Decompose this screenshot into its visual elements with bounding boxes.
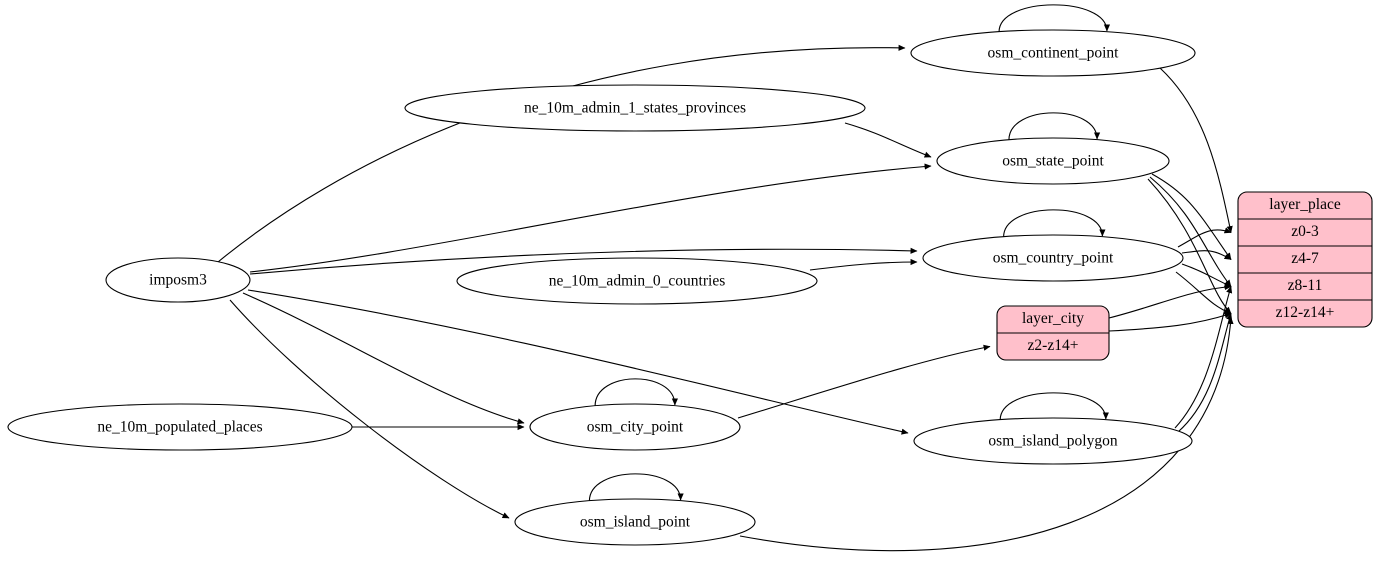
records-layer: layer_city z2-z14+ layer_place z0-3 z4-7 z8-1… [996,191,1373,361]
node-label-ne_10m_populated_places: ne_10m_populated_places [97,419,262,436]
node-ne_10m_admin_0_countries[interactable]: ne_10m_admin_0_countries [456,257,818,305]
edge-selfloop-osm_continent_point [998,4,1111,33]
record-header-layer_city: layer_city [1022,310,1084,327]
record-header-layer_place: layer_place [1269,196,1341,213]
node-osm_country_point[interactable]: osm_country_point [922,234,1184,282]
node-label-osm_state_point: osm_state_point [1002,153,1104,170]
edge-osm_state_point-to-layer_place-z4-7 [1151,173,1232,260]
node-osm_state_point[interactable]: osm_state_point [936,137,1170,185]
node-label-imposm3: imposm3 [149,272,207,289]
node-label-ne_10m_admin_0_countries: ne_10m_admin_0_countries [549,273,726,290]
edge-osm_island_point-to-layer_place-z12-z14+ [739,316,1234,552]
edge-selfloop-osm_island_point [588,473,684,502]
edge-imposm3-to-osm_state_point [249,163,932,273]
edge-selfloop-osm_country_point [1003,209,1106,238]
edge-selfloop-osm_city_point [594,378,678,407]
edge-osm_continent_point-to-layer_place-z0-3 [1159,67,1233,234]
record-node-layer_place[interactable]: layer_place z0-3 z4-7 z8-11 z12-z14+ [1237,191,1373,328]
edge-osm_city_point-to-layer_city-z2-z14+ [737,344,991,419]
node-osm_city_point[interactable]: osm_city_point [529,403,741,451]
node-osm_island_polygon[interactable]: osm_island_polygon [913,417,1193,465]
edge-osm_island_polygon-to-layer_place-z12-z14+ [1177,312,1233,433]
record-row-layer_place-0[interactable]: z0-3 [1291,223,1319,240]
record-row-layer_city-0[interactable]: z2-z14+ [1028,337,1079,354]
record-row-layer_place-1[interactable]: z4-7 [1291,250,1319,267]
edge-imposm3-to-osm_city_point [242,292,525,425]
edge-selfloop-osm_island_polygon [999,392,1109,421]
node-label-osm_city_point: osm_city_point [587,419,684,436]
node-osm_island_point[interactable]: osm_island_point [514,498,756,546]
node-label-ne_10m_admin_1_states_provinces: ne_10m_admin_1_states_provinces [524,100,746,117]
edge-osm_island_polygon-to-layer_place-z8-11 [1174,285,1233,429]
edge-ne_10m_admin_0_countries-to-osm_country_point [809,258,918,271]
node-label-osm_island_polygon: osm_island_polygon [988,433,1117,450]
edge-selfloop-osm_state_point [1008,112,1101,141]
edge-osm_state_point-to-layer_place-z12-z14+ [1147,178,1232,314]
nodes-layer: imposm3 ne_10m_populated_places ne_10m_adm… [7,29,1196,546]
node-label-osm_island_point: osm_island_point [580,514,691,531]
edge-osm_country_point-to-layer_place-z4-7 [1181,250,1232,260]
edge-osm_country_point-to-layer_place-z0-3 [1177,227,1232,248]
node-osm_continent_point[interactable]: osm_continent_point [910,29,1196,77]
edge-imposm3-to-osm_island_point [229,299,510,519]
record-node-layer_city[interactable]: layer_city z2-z14+ [996,305,1110,361]
edge-imposm3-to-osm_country_point [249,247,918,275]
edge-layer_city-to-layer_place-z12-z14+ [1108,312,1232,332]
node-label-osm_country_point: osm_country_point [993,250,1114,267]
edge-imposm3-to-osm_island_polygon [247,289,909,435]
node-ne_10m_populated_places[interactable]: ne_10m_populated_places [7,403,353,451]
edge-layer_city-to-layer_place-z8-11 [1108,283,1232,319]
record-row-layer_place-3[interactable]: z12-z14+ [1276,304,1335,321]
edges-layer [217,4,1234,552]
edge-osm_country_point-to-layer_place-z12-z14+ [1175,271,1232,315]
node-imposm3[interactable]: imposm3 [105,257,251,303]
edge-osm_state_point-to-layer_place-z8-11 [1149,176,1232,287]
record-row-layer_place-2[interactable]: z8-11 [1288,277,1323,294]
node-label-osm_continent_point: osm_continent_point [988,45,1120,62]
edge-imposm3-to-osm_continent_point [217,44,906,263]
edge-ne_10m_admin_1_states_provinces-to-osm_state_point [844,122,932,158]
node-ne_10m_admin_1_states_provinces[interactable]: ne_10m_admin_1_states_provinces [404,84,866,132]
